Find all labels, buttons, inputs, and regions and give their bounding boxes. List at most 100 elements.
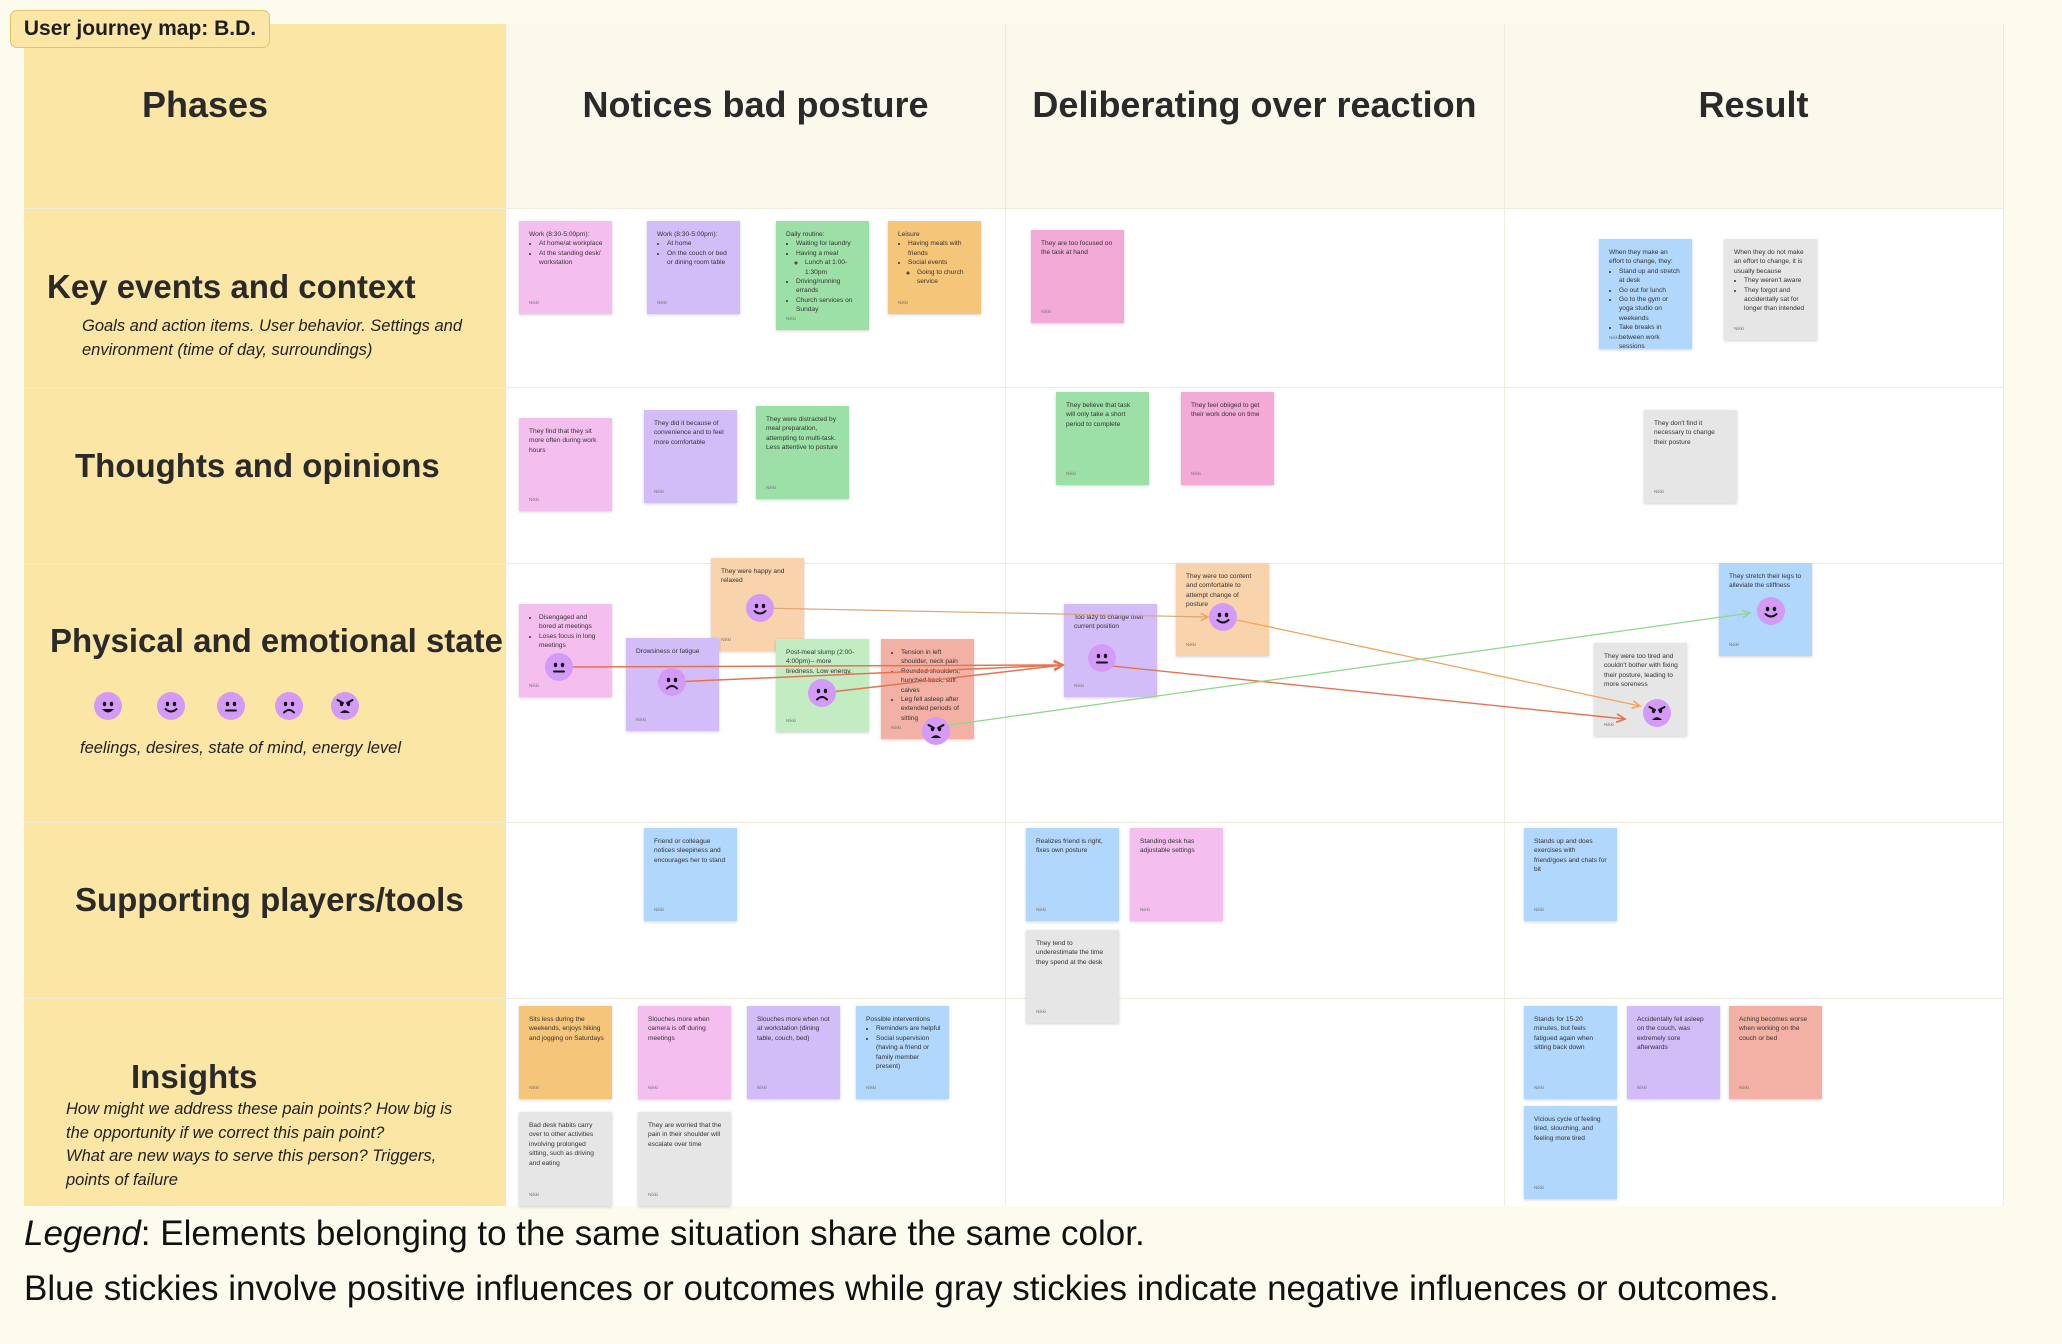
connector-arrow[interactable] — [1222, 616, 1640, 706]
sticky-list-item: Loses focus in long meetings — [539, 632, 604, 651]
sticky-item-text: Having a meal — [796, 249, 839, 257]
sticky-author: Nikki — [657, 299, 667, 305]
grinning-face-icon — [94, 692, 122, 720]
sticky-note[interactable]: LeisureHaving meals with friendsSocial e… — [888, 221, 981, 314]
sticky-text: They are worried that the pain in their … — [648, 1122, 722, 1148]
sticky-note[interactable]: They were too content and comfortable to… — [1176, 563, 1269, 656]
sticky-text: They did it because of convenience and t… — [654, 420, 724, 446]
sticky-list-item: Social eventsGoing to church service — [908, 258, 973, 286]
sticky-list-item: Church services on Sunday — [796, 296, 861, 315]
sticky-author: Nikki — [529, 1191, 539, 1197]
sticky-note[interactable]: They tend to underestimate the time they… — [1026, 930, 1119, 1023]
sticky-author: Nikki — [1074, 682, 1084, 688]
sticky-list-item: On the couch or bed or dining room table — [667, 249, 732, 268]
sticky-author: Nikki — [529, 299, 539, 305]
row-label-thoughts: Thoughts and opinions — [75, 447, 440, 484]
connector-arrow[interactable] — [671, 665, 1063, 683]
board-title-tag[interactable]: User journey map: B.D. — [10, 10, 270, 48]
sticky-author: Nikki — [1534, 1184, 1544, 1190]
legend-line-2: Blue stickies involve positive influence… — [24, 1269, 1779, 1308]
sticky-note[interactable]: They did it because of convenience and t… — [644, 410, 737, 503]
sticky-note[interactable]: Vicious cycle of feeling tired, slouchin… — [1524, 1106, 1617, 1199]
sticky-item-text: Stand up and stretch at desk — [1619, 267, 1680, 285]
angry-face-icon — [1643, 699, 1671, 727]
legend-label: Legend — [24, 1214, 141, 1253]
row-sub-physical: feelings, desires, state of mind, energy… — [80, 739, 402, 757]
sticky-item-text: Tension in left shoulder, neck pain — [901, 649, 958, 666]
sticky-text: They were too tired and couldn't bother … — [1604, 653, 1678, 689]
sticky-item-text: Having meals with friends — [908, 240, 962, 257]
sticky-note[interactable]: Sits less during the weekends, enjoys hi… — [519, 1006, 612, 1099]
sticky-author: Nikki — [1534, 906, 1544, 912]
sticky-note[interactable]: They don't find it necessary to change t… — [1644, 410, 1737, 503]
sticky-list-item: Tension in left shoulder, neck pain — [901, 648, 966, 667]
sticky-note[interactable]: They are too focused on the task at hand… — [1031, 230, 1124, 323]
sticky-list: At homeOn the couch or bed or dining roo… — [657, 239, 732, 267]
row-divider — [24, 822, 2003, 823]
connector-arrow[interactable] — [935, 613, 1750, 728]
sticky-item-text: At home/at workplace — [539, 240, 603, 248]
smiling-face-icon — [1757, 597, 1785, 625]
sticky-text: They were too content and comfortable to… — [1186, 573, 1252, 609]
sticky-note[interactable]: Realizes friend is right, fixes own post… — [1026, 828, 1119, 921]
sticky-text: Leisure — [898, 231, 920, 238]
sticky-note[interactable]: Daily routine:Waiting for laundryHaving … — [776, 221, 869, 330]
sticky-text: They don't find it necessary to change t… — [1654, 420, 1715, 446]
sticky-list-item: Stand up and stretch at desk — [1619, 267, 1684, 286]
sticky-note[interactable]: Stands for 15-20 minutes, but feels fati… — [1524, 1006, 1617, 1099]
sticky-note[interactable]: They are worried that the pain in their … — [638, 1112, 731, 1206]
sticky-list: Disengaged and bored at meetingsLoses fo… — [529, 613, 604, 651]
sticky-text: Vicious cycle of feeling tired, slouchin… — [1534, 1116, 1601, 1142]
sticky-text: They stretch their legs to alleviate the… — [1729, 573, 1802, 590]
sticky-text: Slouches more when camera is off during … — [648, 1016, 710, 1042]
sticky-item-text: Disengaged and bored at meetings — [539, 614, 592, 631]
sticky-list: Reminders are helpfulSocial supervision … — [866, 1024, 941, 1071]
column-heading-deliberating: Deliberating over reaction — [1032, 84, 1477, 125]
sticky-author: Nikki — [1066, 470, 1076, 476]
row-label-physical: Physical and emotional state — [50, 622, 503, 659]
sticky-note[interactable]: They were too tired and couldn't bother … — [1594, 643, 1687, 736]
sticky-note[interactable]: Work (8:30-5:00pm):At home/at workplaceA… — [519, 221, 612, 314]
sticky-note[interactable]: Friend or colleague notices sleepiness a… — [644, 828, 737, 921]
sticky-note[interactable]: They were distracted by meal preparation… — [756, 406, 849, 499]
sticky-text: Bad desk habits carry over to other acti… — [529, 1122, 594, 1167]
sticky-list-item: Leg fell asleep after extended periods o… — [901, 695, 966, 723]
sticky-item-text: At the standing desk/ workstation — [539, 249, 601, 267]
row-divider — [24, 563, 2003, 564]
sticky-list: Having meals with friendsSocial eventsGo… — [898, 239, 973, 286]
sticky-note[interactable]: When they do not make an effort to chang… — [1724, 239, 1817, 340]
sticky-note[interactable]: Slouches more when not at workstation (d… — [747, 1006, 840, 1099]
sticky-note[interactable]: Stands up and does exercises with friend… — [1524, 828, 1617, 921]
sticky-list-item: At the standing desk/ workstation — [539, 249, 604, 268]
sticky-author: Nikki — [1140, 906, 1150, 912]
sticky-list-item: At home/at workplace — [539, 239, 604, 248]
sticky-author: Nikki — [721, 636, 731, 642]
sticky-note[interactable]: They find that they sit more often durin… — [519, 418, 612, 511]
column-heading-notices: Notices bad posture — [582, 84, 929, 125]
sticky-note[interactable]: Possible interventionsReminders are help… — [856, 1006, 949, 1099]
sticky-item-text: They forgot and accidentally sat for lon… — [1744, 286, 1805, 313]
connector-arrow[interactable] — [821, 665, 1063, 694]
connector-arrow[interactable] — [558, 665, 1063, 667]
sticky-note[interactable]: Aching becomes worse when working on the… — [1729, 1006, 1822, 1099]
sticky-list-item: Go out for lunch — [1619, 286, 1684, 295]
sticky-note[interactable]: When they make an effort to change, they… — [1599, 239, 1692, 349]
phases-column — [24, 24, 506, 1206]
sticky-note[interactable]: Bad desk habits carry over to other acti… — [519, 1112, 612, 1206]
sticky-author: Nikki — [529, 1084, 539, 1090]
sticky-list-item: Having a mealLunch at 1:00-1:30pm — [796, 249, 861, 277]
connector-arrow[interactable] — [759, 607, 1208, 617]
row-sub-key-events: Goals and action items. User behavior. S… — [82, 314, 462, 362]
sticky-text: Drowsiness or fatigue — [636, 648, 700, 655]
sticky-note[interactable]: Work (8:30-5:00pm):At homeOn the couch o… — [647, 221, 740, 314]
connector-arrow[interactable] — [1101, 664, 1625, 719]
sticky-note[interactable]: They believe that task will only take a … — [1056, 392, 1149, 485]
sticky-note[interactable]: They feel obliged to get their work done… — [1181, 392, 1274, 485]
sticky-note[interactable]: Accidentally fell asleep on the couch, w… — [1627, 1006, 1720, 1099]
sticky-note[interactable]: Disengaged and bored at meetingsLoses fo… — [519, 604, 612, 697]
row-sub-insights: How might we address these pain points? … — [66, 1098, 452, 1192]
sticky-note[interactable]: Slouches more when camera is off during … — [638, 1006, 731, 1099]
frowning-face-icon — [808, 679, 836, 707]
